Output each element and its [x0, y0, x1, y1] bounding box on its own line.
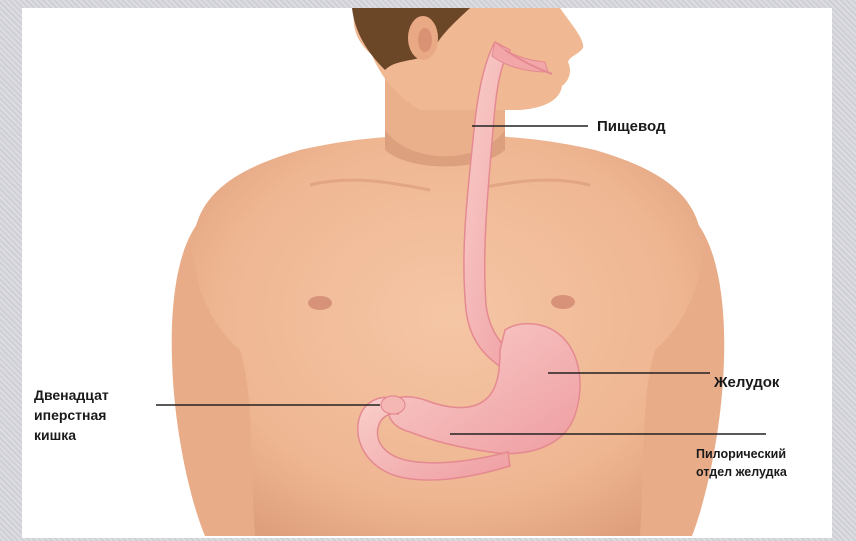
- label-duodenum: Двенадцат иперстная кишка: [34, 385, 109, 445]
- left-nipple: [308, 296, 332, 310]
- label-pyloric-part: Пилорический отдел желудка: [696, 445, 787, 481]
- label-esophagus: Пищевод: [597, 117, 666, 136]
- right-nipple: [551, 295, 575, 309]
- label-stomach: Желудок: [714, 373, 779, 392]
